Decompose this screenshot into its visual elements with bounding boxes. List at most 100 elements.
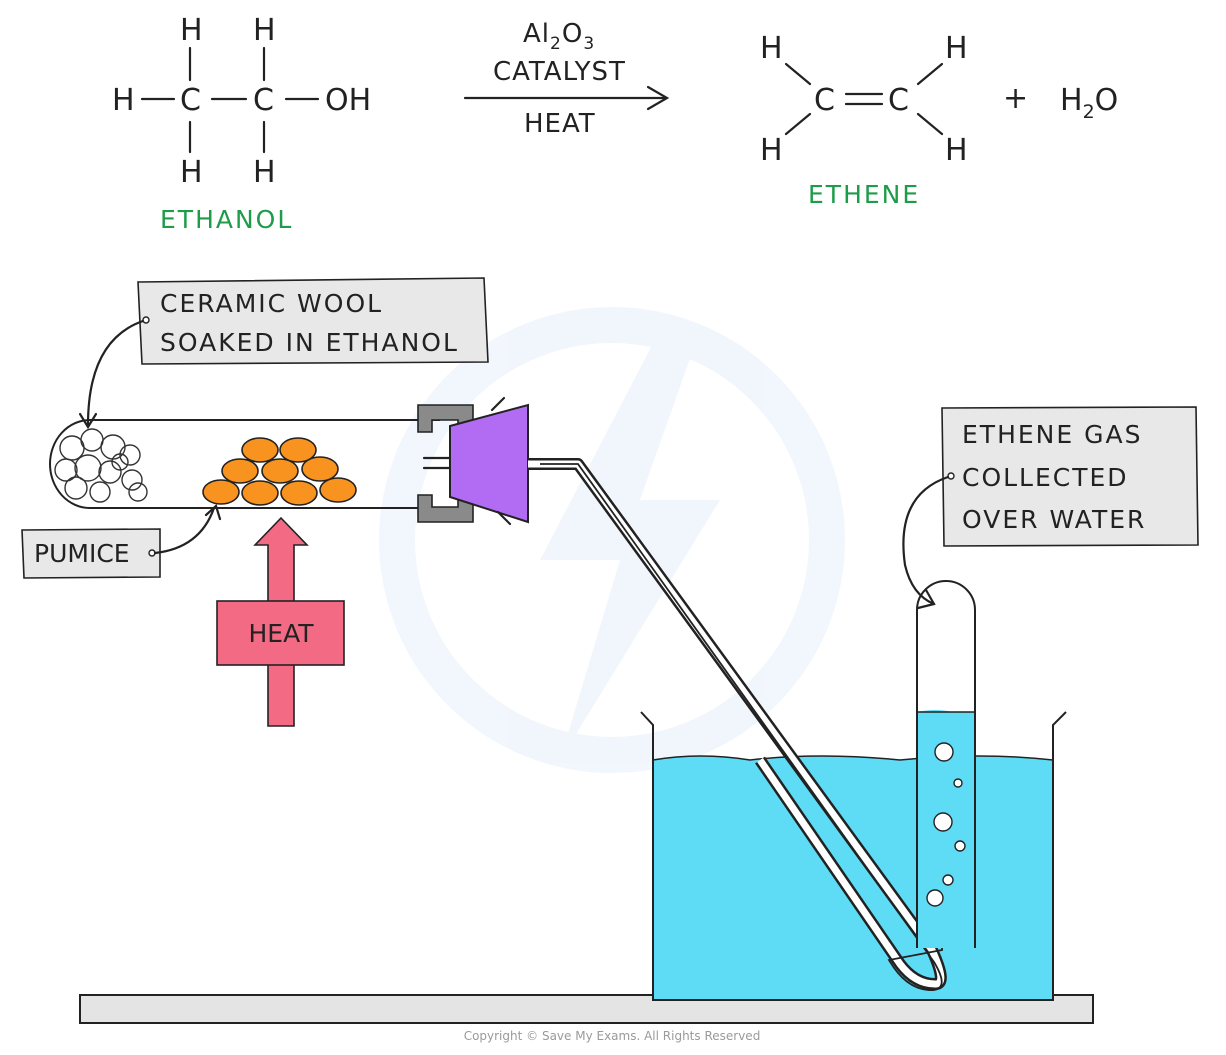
heat-condition: HEAT bbox=[524, 109, 596, 139]
pumice-label-box bbox=[21, 528, 161, 579]
pumice-piece bbox=[241, 480, 279, 506]
ethene-gas-pointer-head bbox=[916, 588, 936, 610]
catalyst-o: O bbox=[562, 19, 583, 49]
bond bbox=[916, 62, 944, 86]
delivery-tube bbox=[528, 458, 947, 991]
catalyst-word: CATALYST bbox=[493, 57, 626, 87]
gas-bubble bbox=[954, 840, 966, 852]
water-h: H bbox=[1060, 83, 1083, 118]
catalyst-formula: Al2O3 bbox=[523, 19, 595, 54]
ethanol-atom-h-left: H bbox=[112, 83, 135, 118]
ethanol-structure: H H H C C OH H H bbox=[112, 13, 371, 190]
water-sub-2: 2 bbox=[1083, 101, 1095, 123]
water-o: O bbox=[1095, 83, 1119, 118]
copyright-notice: Copyright © Save My Exams. All Rights Re… bbox=[464, 1029, 761, 1043]
wool-loop bbox=[64, 476, 88, 500]
bond bbox=[916, 112, 944, 136]
catalyst-sub-3: 3 bbox=[583, 34, 595, 54]
gas-bubble bbox=[942, 874, 954, 886]
pumice-piece bbox=[202, 479, 240, 505]
wool-loop bbox=[111, 453, 129, 471]
ceramic-wool-label-line1: CERAMIC WOOL bbox=[160, 289, 383, 318]
collection-tube bbox=[916, 580, 976, 948]
delivery-tube-end bbox=[540, 463, 943, 991]
gas-bubble bbox=[926, 889, 944, 907]
plus-sign: + bbox=[1003, 81, 1028, 116]
ethene-atom-h-top-right: H bbox=[945, 31, 968, 66]
bond bbox=[784, 112, 812, 136]
wool-loop bbox=[98, 460, 122, 484]
pumice-piece bbox=[319, 477, 357, 503]
pumice-piece bbox=[221, 458, 259, 484]
ethanol-atom-h-bottom-left: H bbox=[180, 155, 203, 190]
bung-body bbox=[449, 403, 529, 524]
wool-loop bbox=[89, 481, 111, 503]
pumice-label-text: PUMICE bbox=[34, 539, 130, 568]
trough-walls bbox=[640, 711, 1067, 1001]
ceramic-wool-pointer bbox=[86, 319, 145, 427]
ethene-gas-label-box bbox=[941, 406, 1199, 547]
catalyst-sub-2: 2 bbox=[550, 34, 562, 54]
ethene-gas-pointer bbox=[902, 475, 950, 606]
ethene-gas-label-line1: ETHENE GAS bbox=[962, 420, 1142, 449]
pumice-pointer bbox=[153, 506, 216, 555]
heat-box bbox=[216, 600, 345, 666]
boiling-tube bbox=[49, 419, 440, 509]
ethene-atom-c1: C bbox=[814, 83, 835, 118]
wool-loop bbox=[54, 458, 78, 482]
ethene-atom-h-top-left: H bbox=[760, 31, 783, 66]
wool-loop bbox=[128, 482, 148, 502]
ceramic-wool-pointer-head bbox=[78, 412, 98, 430]
ethene-name: ETHENE bbox=[808, 180, 920, 209]
pumice-pointer-head bbox=[204, 504, 222, 521]
ceramic-wool-label: CERAMIC WOOL SOAKED IN ETHANOL bbox=[78, 277, 489, 430]
wool-loop bbox=[121, 469, 143, 491]
pumice-piece bbox=[241, 437, 279, 463]
delivery-tube-inner bbox=[528, 460, 945, 988]
ethanol-atom-h-top-right: H bbox=[253, 13, 276, 48]
trough-water-line bbox=[652, 755, 1054, 761]
ethene-gas-label-line3: OVER WATER bbox=[962, 505, 1146, 534]
water-formula: H2O bbox=[1060, 83, 1118, 123]
reaction-arrowhead bbox=[646, 85, 670, 111]
ethene-atom-c2: C bbox=[888, 83, 909, 118]
wool-loop bbox=[100, 434, 126, 460]
ethene-gas-pointer-dot bbox=[947, 472, 955, 480]
ethanol-atom-oh: OH bbox=[325, 83, 371, 118]
reaction-conditions: Al2O3 CATALYST HEAT bbox=[463, 19, 670, 139]
ethene-atom-h-bottom-right: H bbox=[945, 133, 968, 168]
wool-loop bbox=[119, 444, 141, 466]
ethanol-name: ETHANOL bbox=[160, 205, 293, 234]
ethanol-atom-h-bottom-right: H bbox=[253, 155, 276, 190]
wool-loop bbox=[74, 454, 102, 482]
pumice-piece bbox=[301, 456, 339, 482]
ethanol-atom-c1: C bbox=[180, 83, 201, 118]
pumice-piece bbox=[279, 437, 317, 463]
bond bbox=[784, 62, 812, 86]
heat-box-label: HEAT bbox=[248, 619, 314, 648]
ethene-gas-label-line2: COLLECTED bbox=[962, 463, 1129, 492]
ethene-gas-label: ETHENE GAS COLLECTED OVER WATER bbox=[902, 406, 1199, 610]
gas-bubble bbox=[934, 742, 954, 762]
bung-tick bbox=[490, 396, 506, 412]
trough-water bbox=[653, 756, 1053, 1000]
tube-outline bbox=[49, 419, 440, 509]
pumice-pile bbox=[202, 437, 357, 506]
gas-bubble bbox=[933, 812, 953, 832]
pumice-piece bbox=[280, 480, 318, 506]
ethene-structure: H H C C H H bbox=[760, 31, 968, 168]
catalyst-al: Al bbox=[523, 19, 550, 49]
watermark-logo bbox=[379, 307, 845, 773]
bung-tick bbox=[496, 510, 512, 526]
bung bbox=[422, 396, 529, 526]
clamp-bottom bbox=[417, 494, 474, 523]
water-trough bbox=[640, 711, 1067, 1001]
ceramic-wool-label-box bbox=[137, 277, 489, 365]
ethene-atom-h-bottom-left: H bbox=[760, 133, 783, 168]
collection-tube-outline bbox=[916, 580, 976, 948]
pumice-label: PUMICE bbox=[21, 504, 222, 579]
ceramic-wool-label-line2: SOAKED IN ETHANOL bbox=[160, 328, 459, 357]
wool-loop bbox=[80, 428, 104, 452]
gas-bubble bbox=[953, 778, 963, 788]
